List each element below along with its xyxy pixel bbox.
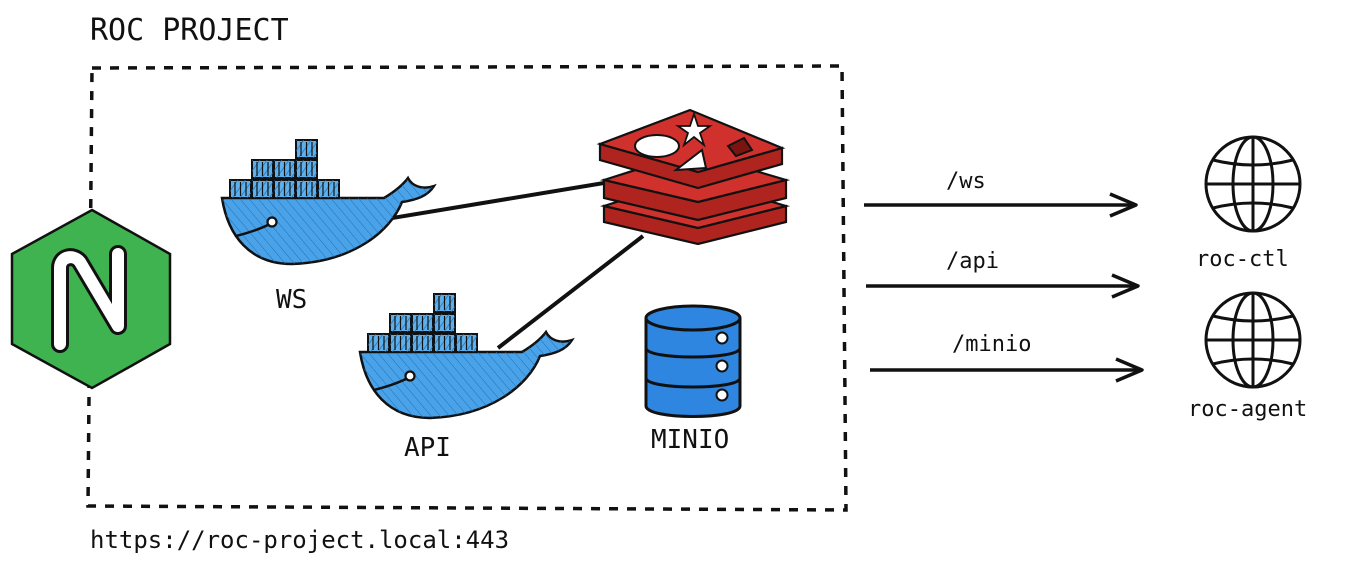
route-arrow-minio [868, 357, 1144, 383]
nginx-icon [10, 208, 172, 390]
docker-whale-icon [222, 140, 434, 264]
ws-service-label: WS [276, 285, 308, 315]
project-boundary [86, 64, 848, 512]
globe-icon [1204, 291, 1302, 389]
client-label-roc-ctl: roc-ctl [1196, 247, 1289, 272]
project-url: https://roc-project.local:443 [90, 526, 510, 554]
diagram-title: ROC PROJECT [90, 13, 289, 48]
route-label-ws: /ws [946, 169, 986, 194]
redis-icon [596, 108, 791, 246]
globe-icon [1204, 135, 1302, 233]
ws-redis-connector [355, 180, 611, 226]
redis-api-connector [496, 234, 645, 350]
route-label-minio: /minio [952, 332, 1032, 357]
docker-whale-icon [360, 294, 572, 418]
route-arrow-api [864, 273, 1140, 299]
database-icon [644, 304, 742, 418]
api-service-label: API [404, 433, 451, 463]
route-label-api: /api [946, 249, 999, 274]
client-label-roc-agent: roc-agent [1188, 397, 1308, 422]
route-arrow-ws [862, 192, 1138, 218]
minio-service-label: MINIO [651, 425, 730, 455]
